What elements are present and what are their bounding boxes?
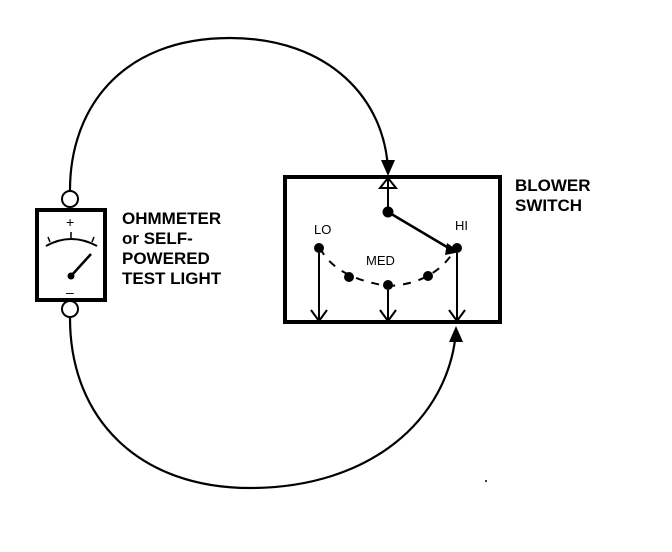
meter-scale-tick [91, 236, 95, 243]
meter-label-line: OHMMETER [122, 209, 221, 228]
stray-speck [485, 480, 487, 482]
meter-label-line: or SELF- [122, 229, 193, 248]
med-low-contact [344, 272, 354, 282]
hi-output-arrow [448, 309, 466, 323]
med-output-arrow [379, 309, 397, 323]
top-test-lead [68, 36, 390, 191]
meter-minus-sign: – [66, 284, 74, 300]
lo-output-arrow [310, 309, 328, 323]
meter-label-line: TEST LIGHT [122, 269, 222, 288]
top-lead-arrowhead [381, 160, 395, 176]
meter-label: OHMMETER or SELF- POWERED TEST LIGHT [122, 209, 226, 288]
switch-label-line: SWITCH [515, 196, 582, 215]
meter-label-line: POWERED [122, 249, 210, 268]
meter-body [35, 208, 107, 302]
meter-positive-terminal [61, 190, 79, 208]
bottom-test-lead [68, 317, 458, 490]
meter-negative-terminal [61, 300, 79, 318]
bottom-lead-arrowhead [449, 326, 463, 342]
meter-needle [70, 253, 92, 277]
switch-label: BLOWER SWITCH [515, 176, 595, 215]
med-contact [383, 280, 393, 290]
meter-plus-sign: + [66, 214, 74, 230]
hi-position-label: HI [455, 218, 468, 233]
meter-scale-tick [47, 236, 51, 243]
meter-needle-pivot [67, 272, 75, 280]
lo-contact [314, 243, 324, 253]
hi-contact [452, 243, 462, 253]
med-high-contact [423, 271, 433, 281]
med-position-label: MED [366, 253, 395, 268]
lo-position-label: LO [314, 222, 331, 237]
common-terminal-arrow [377, 176, 399, 189]
meter-scale-arc [45, 238, 98, 247]
switch-blade [387, 210, 453, 252]
switch-label-line: BLOWER [515, 176, 591, 195]
switch-housing [283, 175, 502, 324]
